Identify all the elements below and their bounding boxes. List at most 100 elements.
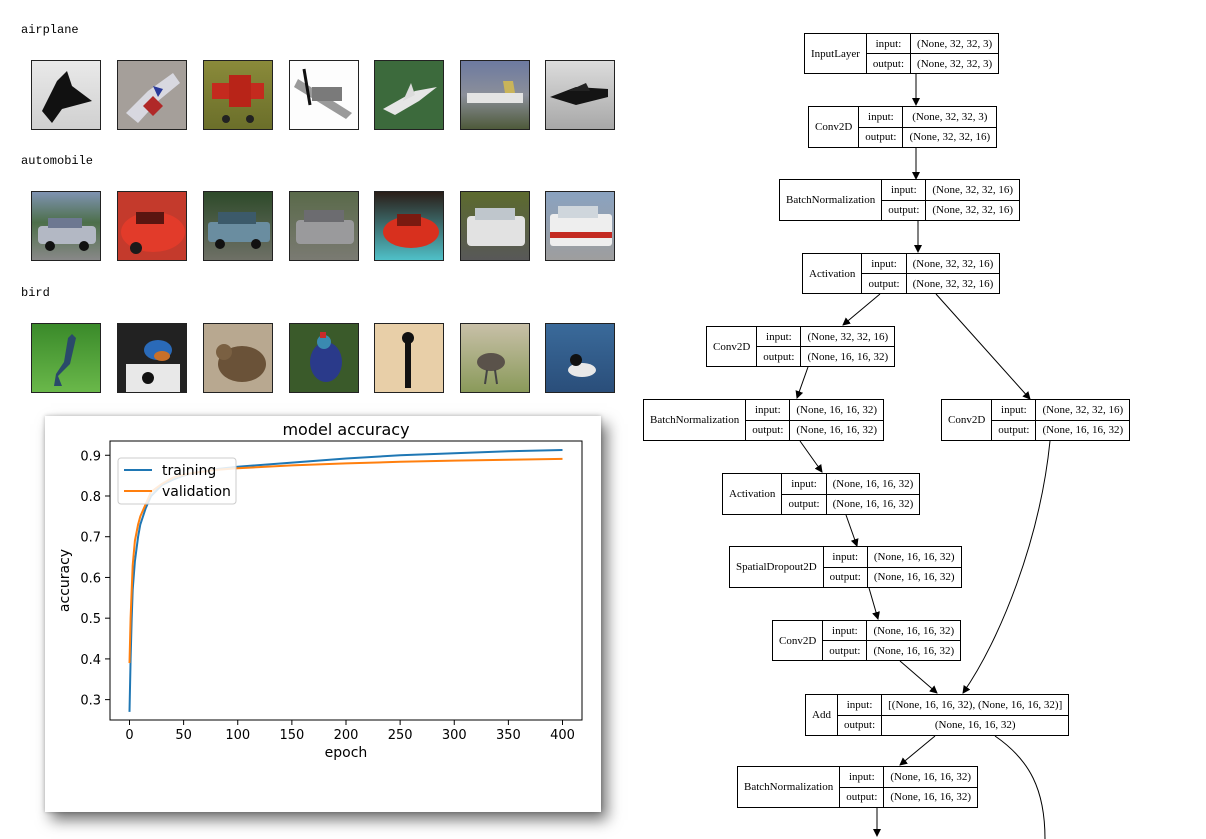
- chart-title: model accuracy: [282, 420, 409, 439]
- node-name: Add: [806, 695, 838, 735]
- output-label: output:: [882, 199, 926, 221]
- sample-image: [460, 60, 530, 130]
- node-activation-2: Activation input: output: (None, 16, 16, …: [722, 473, 921, 515]
- edge: [994, 735, 1046, 839]
- input-shape: (None, 16, 16, 32): [873, 624, 955, 637]
- input-shape: (None, 16, 16, 32): [832, 477, 914, 490]
- node-name: InputLayer: [805, 34, 867, 73]
- input-label: input:: [791, 477, 817, 490]
- legend-label-training: training: [162, 463, 216, 479]
- output-shape: (None, 16, 16, 32): [867, 640, 961, 660]
- class-label-automobile: automobile: [21, 154, 94, 168]
- output-label: output:: [757, 346, 801, 366]
- y-tick-label: 0.9: [80, 449, 101, 464]
- x-tick-label: 100: [225, 728, 250, 743]
- node-add: Add input: output: [(None, 16, 16, 32), (…: [805, 694, 1070, 736]
- input-label: input:: [766, 330, 792, 343]
- y-axis-label: accuracy: [57, 549, 73, 612]
- y-tick-label: 0.8: [80, 490, 101, 505]
- node-conv2d-2: Conv2D input: output: (None, 32, 32, 16) (…: [706, 326, 896, 367]
- output-label: output:: [840, 786, 884, 808]
- output-label: output:: [859, 126, 903, 148]
- node-name: Conv2D: [707, 327, 758, 366]
- node-name: BatchNormalization: [644, 400, 747, 440]
- node-input-layer: InputLayer input:output: (None, 32, 32, …: [804, 33, 1000, 74]
- output-shape: (None, 32, 32, 16): [906, 273, 1000, 293]
- node-batchnorm-3: BatchNormalization input:output: (None, …: [737, 766, 979, 808]
- input-shape: (None, 32, 32, 16): [912, 257, 994, 270]
- node-batchnorm-2: BatchNormalization input: output: (None, …: [643, 399, 885, 441]
- x-tick-label: 0: [125, 728, 133, 743]
- output-label: output:: [862, 273, 906, 293]
- node-name: Conv2D: [809, 107, 860, 147]
- output-label: output:: [823, 566, 867, 588]
- output-shape: (None, 16, 16, 32): [801, 346, 895, 366]
- input-shape: (None, 16, 16, 32): [796, 403, 878, 416]
- sample-image: [289, 60, 359, 130]
- input-shape: (None, 16, 16, 32): [873, 550, 955, 563]
- output-label: output:: [992, 419, 1036, 441]
- node-batchnorm-1: BatchNormalization input: output: (None, …: [779, 179, 1021, 221]
- output-label: output:: [782, 493, 826, 515]
- input-shape: (None, 32, 32, 16): [932, 183, 1014, 196]
- x-tick-label: 400: [550, 728, 575, 743]
- node-name: Activation: [803, 254, 863, 293]
- output-shape: (None, 16, 16, 32): [882, 714, 1069, 736]
- sample-image: [289, 323, 359, 393]
- node-conv2d-shortcut: Conv2D input:output: (None, 32, 32, 16)(…: [941, 399, 1131, 441]
- node-name: Activation: [723, 474, 783, 514]
- edge: [899, 735, 936, 766]
- x-tick-label: 300: [442, 728, 467, 743]
- node-name: Conv2D: [773, 621, 824, 660]
- input-label: input:: [754, 403, 781, 416]
- sample-image: [460, 323, 530, 393]
- sample-image: [374, 323, 444, 393]
- sample-image: [545, 60, 615, 130]
- output-shape: (None, 16, 16, 32): [884, 786, 978, 808]
- edge: [842, 293, 881, 326]
- sample-image: [545, 191, 615, 261]
- y-tick-label: 0.6: [80, 571, 101, 586]
- legend-label-validation: validation: [162, 484, 231, 500]
- output-shape: (None, 16, 16, 32): [790, 419, 884, 441]
- output-label: output:: [823, 640, 867, 660]
- x-tick-label: 200: [334, 728, 359, 743]
- y-tick-label: 0.4: [80, 653, 101, 668]
- input-shape: (None, 32, 32, 3): [917, 37, 993, 50]
- y-tick-label: 0.7: [80, 531, 101, 546]
- input-label: input:: [1001, 403, 1027, 416]
- input-label: input:: [890, 183, 917, 196]
- sample-image: [289, 191, 359, 261]
- sample-image: [117, 323, 187, 393]
- output-label: output:: [746, 419, 790, 441]
- edge: [899, 660, 938, 694]
- input-label: input:: [871, 257, 897, 270]
- node-conv2d-3: Conv2D input:output: (None, 16, 16, 32)(…: [772, 620, 962, 661]
- output-shape: (None, 32, 32, 3): [911, 53, 999, 73]
- input-label: input:: [846, 698, 873, 711]
- x-tick-label: 250: [388, 728, 413, 743]
- y-tick-label: 0.5: [80, 612, 101, 627]
- x-tick-label: 50: [175, 728, 192, 743]
- edge: [845, 514, 859, 547]
- input-shape: (None, 32, 32, 16): [807, 330, 889, 343]
- input-label: input:: [875, 37, 902, 50]
- output-shape: (None, 32, 32, 16): [903, 126, 997, 148]
- sample-image: [31, 323, 101, 393]
- edge: [799, 440, 823, 473]
- edge: [962, 440, 1051, 694]
- sample-image: [117, 191, 187, 261]
- class-label-bird: bird: [21, 286, 50, 300]
- sample-image: [374, 191, 444, 261]
- sample-image: [31, 191, 101, 261]
- output-label: output:: [837, 714, 882, 736]
- input-shape: [(None, 16, 16, 32), (None, 16, 16, 32)]: [888, 698, 1063, 711]
- sample-image: [203, 60, 273, 130]
- edge: [795, 366, 809, 399]
- node-name: BatchNormalization: [780, 180, 883, 220]
- sample-image: [31, 60, 101, 130]
- input-shape: (None, 32, 32, 3): [912, 110, 988, 123]
- sample-image: [203, 191, 273, 261]
